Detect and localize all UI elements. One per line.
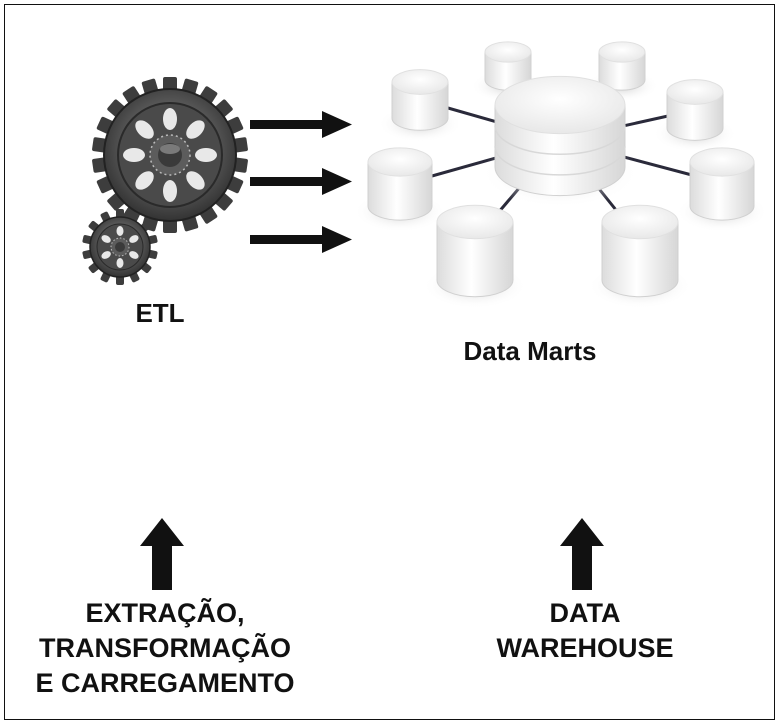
arrow-right-icon	[250, 111, 352, 138]
arrow-right-icon	[250, 226, 352, 253]
arrow-right-icon	[250, 168, 352, 195]
etl-caption: EXTRAÇÃO, TRANSFORMAÇÃO E CARREGAMENTO	[20, 596, 310, 701]
arrow-up-icon	[560, 518, 604, 590]
diagram-frame	[4, 4, 775, 720]
caption-line: DATA	[549, 598, 621, 628]
database-cluster-icon	[354, 41, 768, 309]
etl-label: ETL	[135, 298, 185, 328]
data-marts-label: Data Marts	[463, 336, 597, 366]
arrow-up-icon	[140, 518, 184, 590]
data-warehouse-caption: DATA WAREHOUSE	[470, 596, 700, 666]
caption-line: WAREHOUSE	[496, 633, 674, 663]
caption-line: TRANSFORMAÇÃO	[39, 633, 291, 663]
small-gear-icon	[82, 209, 158, 285]
large-gear-icon	[92, 77, 248, 233]
caption-line: EXTRAÇÃO,	[85, 598, 245, 628]
caption-line: E CARREGAMENTO	[35, 668, 295, 698]
